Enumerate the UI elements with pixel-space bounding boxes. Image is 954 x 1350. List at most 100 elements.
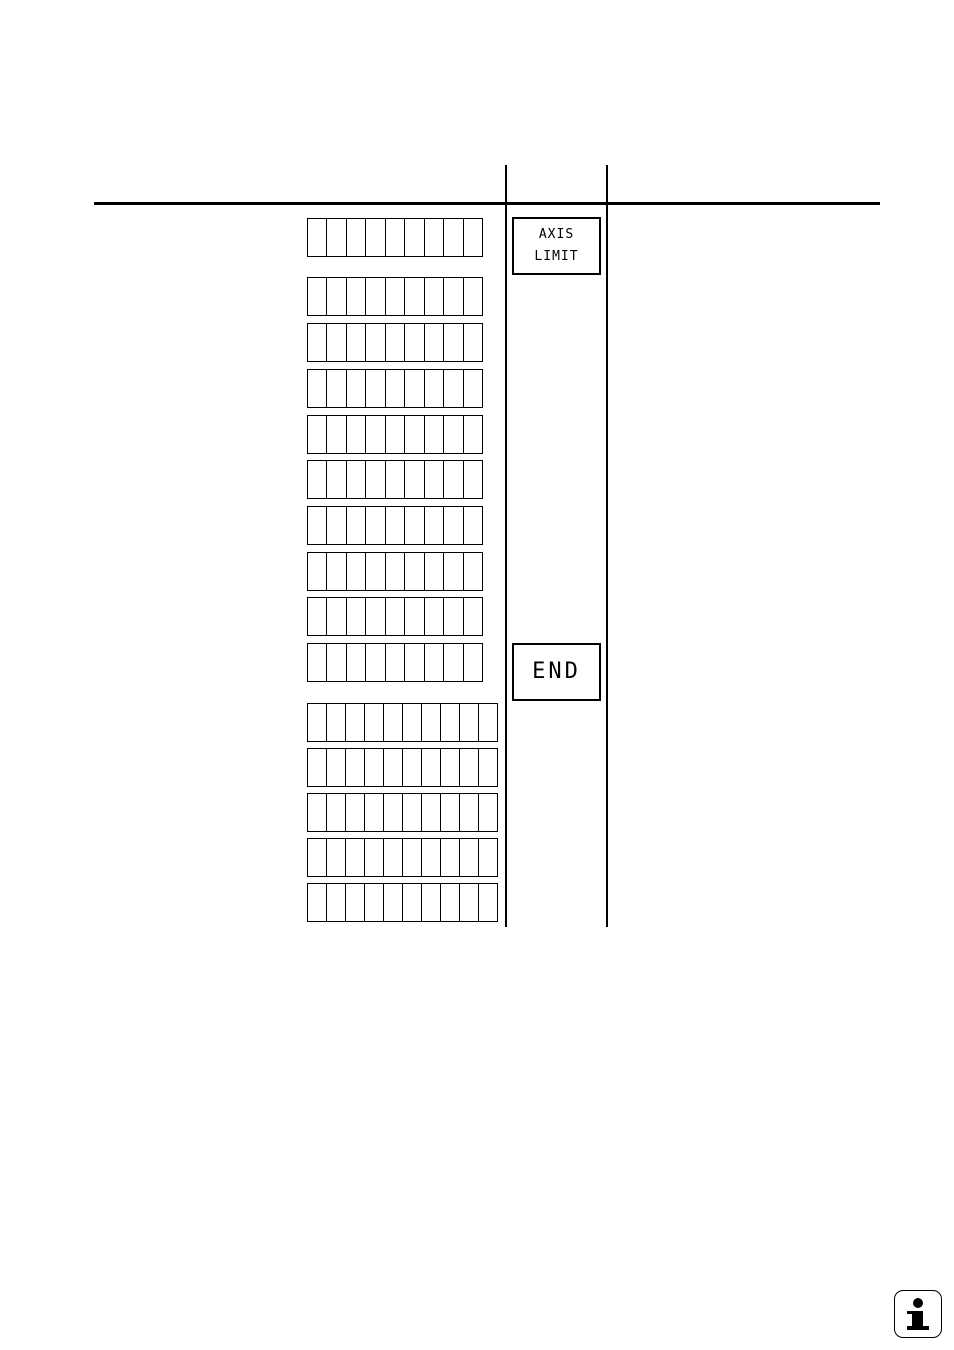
digit-cell [425,324,445,361]
short-digit-field-8[interactable] [307,552,483,591]
digit-cell [308,704,327,741]
digit-cell [308,507,328,544]
digit-cell [308,644,328,681]
digit-cell [460,704,479,741]
digit-cell [327,598,347,635]
digit-cell [403,794,422,831]
digit-cell [425,416,445,453]
digit-cell [366,370,386,407]
short-digit-field-6[interactable] [307,460,483,499]
digit-cell [464,370,482,407]
digit-cell [366,598,386,635]
digit-cell [405,553,425,590]
digit-cell [365,749,384,786]
digit-cell [405,416,425,453]
digit-cell [308,461,328,498]
digit-cell [403,749,422,786]
digit-cell [327,553,347,590]
long-digit-field-3[interactable] [307,793,498,832]
table-header-rule [94,202,880,205]
digit-cell [464,278,482,315]
digit-cell [327,507,347,544]
short-digit-field-7[interactable] [307,506,483,545]
digit-cell [366,553,386,590]
digit-cell [441,749,460,786]
digit-cell [346,749,365,786]
digit-cell [444,278,464,315]
digit-cell [327,749,346,786]
digit-cell [308,598,328,635]
digit-cell [405,644,425,681]
end-label: END [532,659,581,684]
digit-cell [441,884,460,921]
digit-cell [346,884,365,921]
short-digit-field-9[interactable] [307,597,483,636]
digit-cell [444,644,464,681]
axis-limit-line1: AXIS [538,227,575,242]
long-digit-field-4[interactable] [307,838,498,877]
digit-cell [384,839,403,876]
short-digit-field-10[interactable] [307,643,483,682]
digit-cell [464,461,482,498]
digit-cell [346,704,365,741]
digit-cell [444,416,464,453]
long-digit-field-2[interactable] [307,748,498,787]
digit-cell [422,794,441,831]
digit-cell [386,324,406,361]
end-softkey[interactable]: END [512,643,601,701]
digit-cell [405,324,425,361]
digit-cell [444,553,464,590]
axis-limit-softkey[interactable]: AXIS LIMIT [512,217,601,275]
digit-cell [308,219,328,256]
digit-cell [425,553,445,590]
digit-cell [386,461,406,498]
digit-cell [347,278,367,315]
digit-cell [444,461,464,498]
digit-cell [366,278,386,315]
long-digit-field-1[interactable] [307,703,498,742]
digit-cell [384,749,403,786]
digit-cell [405,219,425,256]
digit-cell [386,598,406,635]
digit-cell [327,370,347,407]
digit-cell [327,324,347,361]
digit-cell [386,644,406,681]
digit-cell [347,553,367,590]
digit-cell [403,884,422,921]
digit-cell [347,416,367,453]
short-digit-field-5[interactable] [307,415,483,454]
digit-cell [327,461,347,498]
digit-cell [464,644,482,681]
digit-cell [422,749,441,786]
digit-cell [346,839,365,876]
digit-cell [464,219,482,256]
digit-cell [479,884,497,921]
digit-cell [464,507,482,544]
short-digit-field-1[interactable] [307,218,483,257]
digit-cell [425,598,445,635]
column-divider-left [505,165,507,927]
digit-cell [441,794,460,831]
digit-cell [405,461,425,498]
digit-cell [479,749,497,786]
short-digit-field-2[interactable] [307,277,483,316]
digit-cell [444,507,464,544]
short-digit-field-4[interactable] [307,369,483,408]
digit-cell [308,416,328,453]
digit-cell [460,794,479,831]
digit-cell [347,324,367,361]
long-digit-field-5[interactable] [307,883,498,922]
digit-cell [365,704,384,741]
digit-cell [405,598,425,635]
digit-cell [460,884,479,921]
short-digit-field-3[interactable] [307,323,483,362]
digit-cell [386,370,406,407]
digit-cell [464,598,482,635]
digit-cell [347,507,367,544]
digit-cell [425,461,445,498]
digit-cell [308,370,328,407]
digit-cell [422,884,441,921]
digit-cell [425,219,445,256]
digit-cell [366,507,386,544]
digit-cell [464,553,482,590]
